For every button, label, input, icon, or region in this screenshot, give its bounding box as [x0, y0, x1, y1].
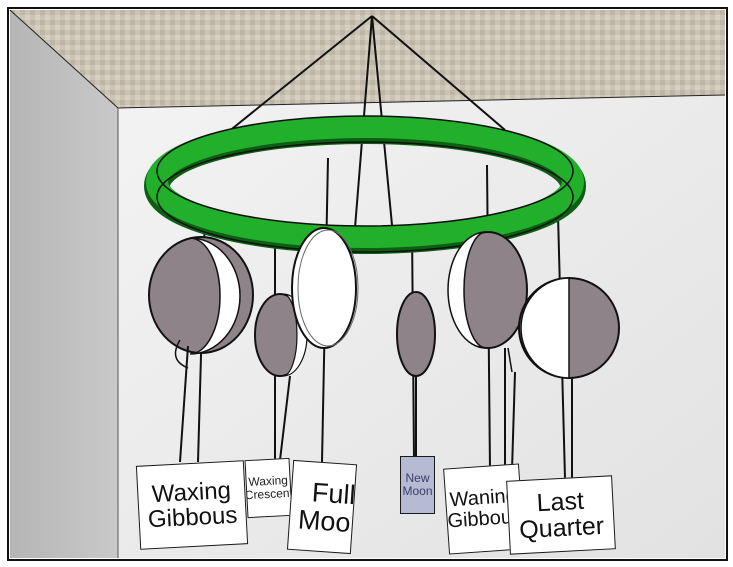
- label-full-moon: Full Moon: [286, 459, 358, 555]
- last-quarter-moon: [518, 277, 620, 379]
- left-wall: [10, 10, 118, 558]
- ceiling: [10, 10, 725, 108]
- new-moon: [396, 291, 436, 377]
- front-label-strings: [179, 345, 573, 478]
- room: [7, 7, 728, 561]
- waxing-gibbous-moon: [148, 236, 254, 369]
- label-new-moon: New Moon: [400, 456, 435, 514]
- full-moon: [291, 227, 359, 349]
- waning-gibbous-moon: [447, 231, 528, 373]
- green-ring: [144, 115, 586, 254]
- label-last-quarter: Last Quarter: [506, 475, 616, 555]
- label-waxing-gibbous: Waxing Gibbous: [135, 460, 249, 550]
- label-waxing-crescent: Waxing Crescent: [244, 457, 293, 519]
